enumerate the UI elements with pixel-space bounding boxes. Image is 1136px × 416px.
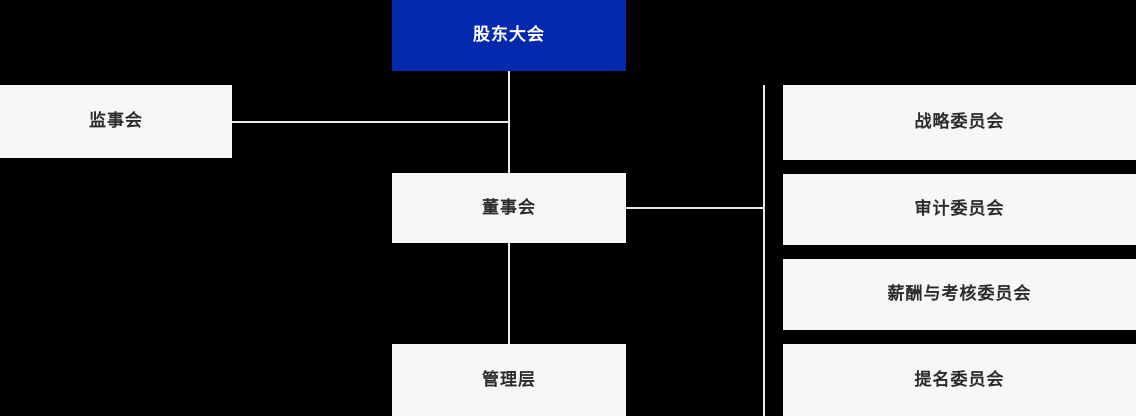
node-board-of-supervisors[interactable]: 监事会	[0, 85, 232, 158]
connector-board-to-committees	[626, 207, 765, 209]
node-strategy-committee[interactable]: 战略委员会	[783, 85, 1136, 160]
node-shareholders-meeting[interactable]: 股东大会	[392, 0, 626, 71]
connector-board-to-management	[508, 243, 510, 344]
node-compensation-committee[interactable]: 薪酬与考核委员会	[783, 259, 1136, 330]
node-nomination-committee[interactable]: 提名委员会	[783, 344, 1136, 416]
node-management[interactable]: 管理层	[392, 344, 626, 416]
connector-root-to-supervisors	[232, 121, 509, 123]
connector-committee-bus	[763, 85, 765, 416]
node-board-of-directors[interactable]: 董事会	[392, 173, 626, 243]
connector-root-to-board	[508, 71, 510, 173]
node-audit-committee[interactable]: 审计委员会	[783, 174, 1136, 245]
